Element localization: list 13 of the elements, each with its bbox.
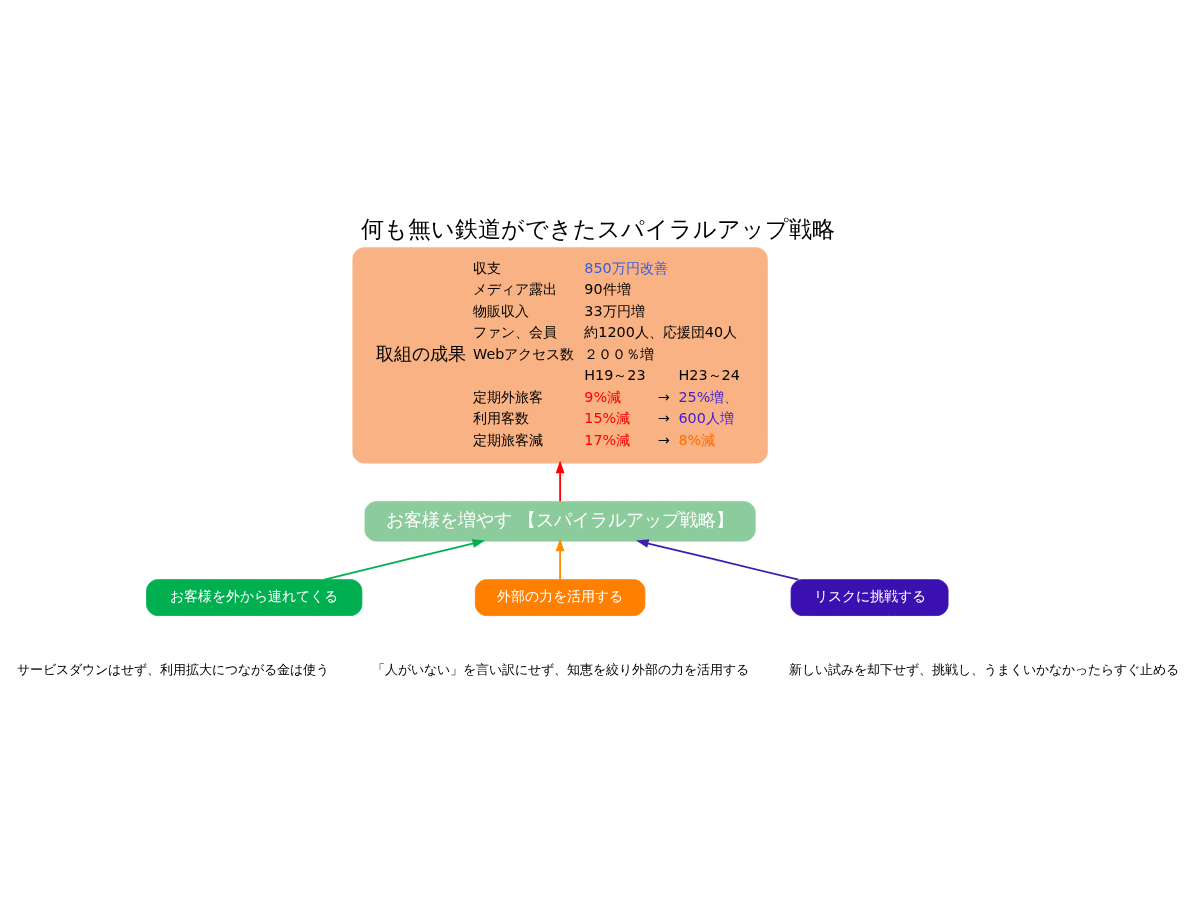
node-box: 外部の力を活用する bbox=[474, 578, 646, 616]
node-label: 新しい試みを却下せず、挑戦し、うまくいかなかったらすぐ止める bbox=[789, 661, 1180, 677]
node-label: サービスダウンはせず、利用拡大につながる金は使う bbox=[17, 661, 330, 677]
node-box: リスクに挑戦する bbox=[790, 578, 949, 616]
arrow bbox=[323, 538, 486, 581]
node-box: お客様を外から連れてくる bbox=[146, 578, 363, 616]
node-box: 取組の成果 収支 850万円改善 メディア露出 90件増 物販収入 33万円増 ファン、会員 約1200人、応援団40人 Webアクセス数 ２００％増 H19～23 H23～24 定期外旅客 9%減 → 25%増、 利用客数 15%減 → 600人増 定期旅客減 17%減 → 8%減 bbox=[352, 246, 768, 463]
diagram-title: 何も無い鉄道ができたスパイラルアップ戦略 bbox=[361, 214, 835, 242]
arrow bbox=[555, 460, 565, 502]
node-box: お客様を増やす 【スパイラルアップ戦略】 bbox=[364, 500, 756, 542]
arrow bbox=[636, 538, 800, 581]
arrow bbox=[555, 538, 565, 580]
node-label: 「人がいない」を言い訳にせず、知恵を絞り外部の力を活用する bbox=[371, 661, 749, 677]
